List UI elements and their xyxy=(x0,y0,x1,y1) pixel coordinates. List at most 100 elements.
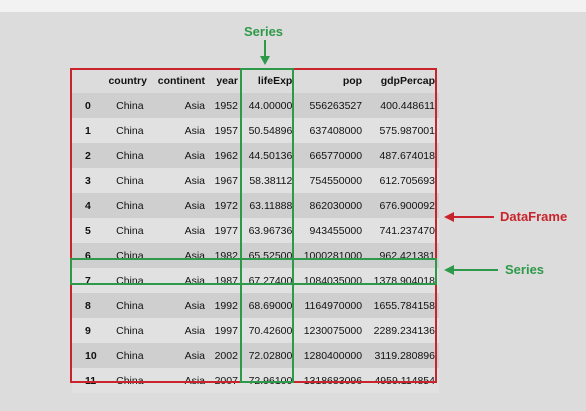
cell-gdppercap: 575.987001 xyxy=(379,124,435,137)
cell-country: China xyxy=(116,249,144,262)
row-index: 8 xyxy=(85,299,91,312)
series-column-label: Series xyxy=(244,24,284,39)
cell-continent: Asia xyxy=(184,199,206,212)
cell-year: 1992 xyxy=(214,299,238,312)
cell-country: China xyxy=(116,324,144,337)
cell-gdppercap: 1655.784158 xyxy=(373,299,435,312)
row-index: 3 xyxy=(85,174,91,187)
cell-year: 2002 xyxy=(214,349,238,362)
cell-gdppercap: 2289.234136 xyxy=(373,324,435,337)
cell-lifeexp: 63.96736 xyxy=(248,224,293,237)
cell-year: 1952 xyxy=(214,99,238,112)
cell-gdppercap: 676.900092 xyxy=(379,199,435,212)
arrow-down-icon xyxy=(260,40,270,65)
cell-gdppercap: 1378.904018 xyxy=(373,274,435,287)
cell-lifeexp: 44.50136 xyxy=(248,149,293,162)
row-index: 11 xyxy=(85,374,97,387)
table-row: 6 China Asia 1982 65.52500 1000281000 962.4213… xyxy=(72,243,439,268)
cell-country: China xyxy=(116,274,144,287)
cell-continent: Asia xyxy=(184,149,206,162)
cell-country: China xyxy=(116,149,144,162)
cell-year: 1967 xyxy=(214,174,238,187)
table-row: 3 China Asia 1967 58.38112 754550000 612.70569… xyxy=(72,168,439,193)
cell-year: 1977 xyxy=(214,224,238,237)
row-index: 0 xyxy=(85,99,91,112)
dataframe-table: country continent year lifeExp pop gdpPe… xyxy=(72,68,439,393)
row-index: 2 xyxy=(85,149,91,162)
cell-continent: Asia xyxy=(184,224,206,237)
cell-year: 1982 xyxy=(214,249,238,262)
cell-continent: Asia xyxy=(184,124,206,137)
cell-year: 1972 xyxy=(214,199,238,212)
row-index: 4 xyxy=(85,199,91,212)
cell-continent: Asia xyxy=(184,299,206,312)
cell-lifeexp: 50.54896 xyxy=(248,124,293,137)
cell-gdppercap: 400.448611 xyxy=(380,99,435,112)
cell-gdppercap: 4959.114854 xyxy=(374,374,435,387)
column-header-year: year xyxy=(216,74,238,87)
cell-continent: Asia xyxy=(184,324,206,337)
cell-gdppercap: 487.674018 xyxy=(379,149,435,162)
cell-pop: 1318683096 xyxy=(303,374,363,387)
cell-pop: 754550000 xyxy=(309,174,363,187)
series-row-label: Series xyxy=(505,262,545,277)
arrow-left-icon xyxy=(444,212,494,222)
column-header-gdppercap: gdpPercap xyxy=(380,74,435,87)
cell-continent: Asia xyxy=(184,174,206,187)
cell-pop: 1084035000 xyxy=(303,274,363,287)
cell-lifeexp: 44.00000 xyxy=(248,99,293,112)
cell-gdppercap: 741.237470 xyxy=(379,224,435,237)
cell-lifeexp: 72.96100 xyxy=(248,374,293,387)
row-index: 1 xyxy=(85,124,91,137)
row-index: 6 xyxy=(85,249,91,262)
cell-gdppercap: 3119.280896 xyxy=(374,349,435,362)
cell-continent: Asia xyxy=(184,99,206,112)
cell-lifeexp: 67.27400 xyxy=(248,274,293,287)
row-index: 10 xyxy=(85,349,97,362)
cell-country: China xyxy=(116,374,144,387)
cell-pop: 943455000 xyxy=(309,224,363,237)
top-bar xyxy=(0,0,586,12)
cell-country: China xyxy=(116,299,144,312)
cell-country: China xyxy=(116,124,144,137)
cell-lifeexp: 65.52500 xyxy=(248,249,293,262)
dataframe-label: DataFrame xyxy=(500,209,568,224)
cell-continent: Asia xyxy=(184,374,206,387)
cell-pop: 665770000 xyxy=(309,149,363,162)
cell-pop: 862030000 xyxy=(309,199,363,212)
row-index: 9 xyxy=(85,324,91,337)
arrow-left-icon xyxy=(444,265,498,275)
cell-continent: Asia xyxy=(184,249,206,262)
table-row: 8 China Asia 1992 68.69000 1164970000 1655.784… xyxy=(72,293,439,318)
cell-lifeexp: 58.38112 xyxy=(249,174,293,187)
cell-year: 2007 xyxy=(214,374,238,387)
cell-country: China xyxy=(116,99,144,112)
cell-lifeexp: 68.69000 xyxy=(248,299,293,312)
column-header-country: country xyxy=(108,74,147,87)
cell-pop: 1230075000 xyxy=(303,324,363,337)
cell-continent: Asia xyxy=(184,349,206,362)
header-row: country continent year lifeExp pop gdpPe… xyxy=(72,68,439,93)
cell-gdppercap: 962.421381 xyxy=(379,249,435,262)
cell-country: China xyxy=(116,199,144,212)
cell-gdppercap: 612.705693 xyxy=(379,174,435,187)
cell-lifeexp: 63.11888 xyxy=(249,199,293,212)
table-row: 9 China Asia 1997 70.42600 1230075000 2289.234… xyxy=(72,318,439,343)
column-header-pop: pop xyxy=(342,74,363,87)
diagram-canvas: country continent year lifeExp pop gdpPe… xyxy=(0,12,586,411)
cell-year: 1997 xyxy=(214,324,238,337)
cell-pop: 1164970000 xyxy=(304,299,363,312)
row-index: 5 xyxy=(85,224,91,237)
cell-year: 1987 xyxy=(214,274,238,287)
cell-year: 1957 xyxy=(214,124,238,137)
index-header xyxy=(72,68,102,93)
cell-country: China xyxy=(116,349,144,362)
cell-pop: 1000281000 xyxy=(303,249,363,262)
cell-lifeexp: 70.42600 xyxy=(248,324,293,337)
cell-country: China xyxy=(116,174,144,187)
